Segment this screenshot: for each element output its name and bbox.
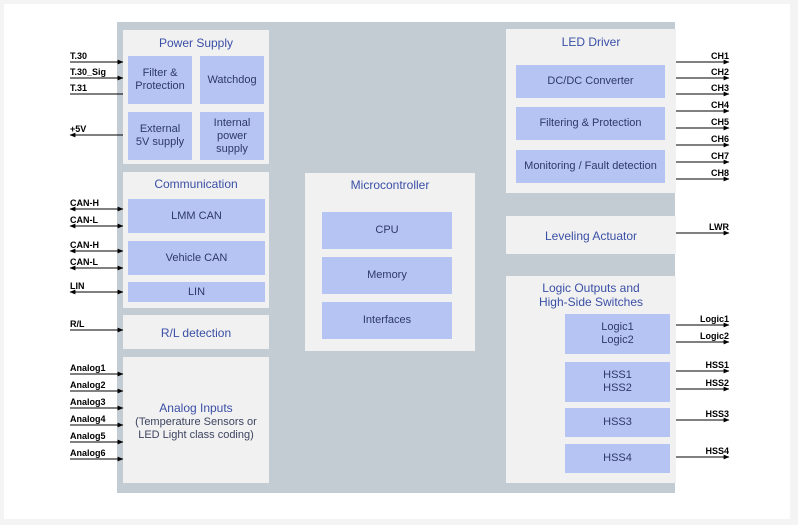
left-signal-label: CAN-H	[70, 240, 99, 250]
left-signal-label: CAN-H	[70, 198, 99, 208]
right-signal-label: CH2	[710, 67, 729, 77]
leveling-actuator-block: Leveling Actuator	[506, 216, 676, 254]
led-driver-block: LED Driver DC/DC Converter Filtering & P…	[506, 29, 676, 193]
analog-inputs-note: (Temperature Sensors or LED Light class …	[135, 416, 257, 441]
logic-outputs-title: Logic Outputs and High-Side Switches	[538, 281, 644, 309]
right-signal-label: CH4	[710, 100, 729, 110]
external-5v-supply-block: External 5V supply	[128, 112, 192, 160]
left-signal-label: LIN	[70, 281, 85, 291]
right-signal-label: HSS1	[705, 360, 729, 370]
power-supply-title: Power Supply	[158, 36, 234, 50]
hss3-block: HSS3	[565, 408, 670, 437]
right-signal-label: CH7	[710, 151, 729, 161]
left-signal-label: Analog1	[70, 363, 106, 373]
leveling-actuator-title: Leveling Actuator	[544, 229, 638, 243]
microcontroller-block: Microcontroller CPU Memory Interfaces	[305, 173, 475, 351]
right-signal-label: CH8	[710, 168, 729, 178]
left-signal-label: Analog3	[70, 397, 106, 407]
left-signal-label: T.30_Sig	[70, 67, 107, 77]
right-signal-label: CH5	[710, 117, 729, 127]
filter-protection-block: Filter & Protection	[128, 56, 192, 104]
hss4-block: HSS4	[565, 444, 670, 473]
logic-outputs-block: Logic Outputs and High-Side Switches Log…	[506, 276, 676, 483]
filtering-protection-block: Filtering & Protection	[516, 107, 665, 140]
internal-power-supply-block: Internal power supply	[200, 112, 264, 160]
analog-inputs-block: Analog Inputs (Temperature Sensors or LE…	[123, 357, 269, 483]
right-signal-label: Logic2	[699, 331, 729, 341]
cpu-block: CPU	[322, 212, 452, 249]
communication-title: Communication	[154, 177, 238, 191]
right-signal-label: CH6	[710, 134, 729, 144]
dcdc-converter-block: DC/DC Converter	[516, 65, 665, 98]
left-signal-label: CAN-L	[70, 215, 98, 225]
logic1-logic2-block: Logic1 Logic2	[565, 314, 670, 354]
left-signal-label: T.30	[70, 51, 88, 61]
left-signal-label: +5V	[70, 124, 87, 134]
right-signal-label: CH1	[710, 51, 729, 61]
left-signal-label: Analog6	[70, 448, 106, 458]
right-signal-label: HSS3	[705, 409, 729, 419]
watchdog-block: Watchdog	[200, 56, 264, 104]
interfaces-block: Interfaces	[322, 302, 452, 339]
lmm-can-block: LMM CAN	[128, 199, 265, 233]
microcontroller-title: Microcontroller	[350, 178, 430, 192]
vehicle-can-block: Vehicle CAN	[128, 241, 265, 275]
left-signal-label: Analog4	[70, 414, 106, 424]
right-signal-label: LWR	[709, 222, 729, 232]
lin-block: LIN	[128, 282, 265, 302]
right-signal-label: HSS2	[705, 378, 729, 388]
left-signal-label: CAN-L	[70, 257, 98, 267]
left-signal-label: Analog5	[70, 431, 106, 441]
left-signal-label: T.31	[70, 83, 88, 93]
memory-block: Memory	[322, 257, 452, 294]
left-signal-label: R/L	[70, 319, 85, 329]
left-signal-label: Analog2	[70, 380, 106, 390]
right-signal-label: Logic1	[699, 314, 729, 324]
monitoring-fault-detection-block: Monitoring / Fault detection	[516, 150, 665, 183]
led-driver-title: LED Driver	[561, 35, 621, 49]
analog-inputs-title: Analog Inputs	[159, 401, 233, 415]
rl-detection-title: R/L detection	[160, 326, 232, 340]
rl-detection-block: R/L detection	[123, 315, 269, 349]
right-signal-label: CH3	[710, 83, 729, 93]
right-signal-label: HSS4	[705, 446, 729, 456]
hss1-hss2-block: HSS1 HSS2	[565, 362, 670, 402]
communication-block: Communication LMM CAN Vehicle CAN LIN	[123, 172, 269, 308]
power-supply-block: Power Supply Filter & Protection Watchdo…	[123, 30, 269, 164]
